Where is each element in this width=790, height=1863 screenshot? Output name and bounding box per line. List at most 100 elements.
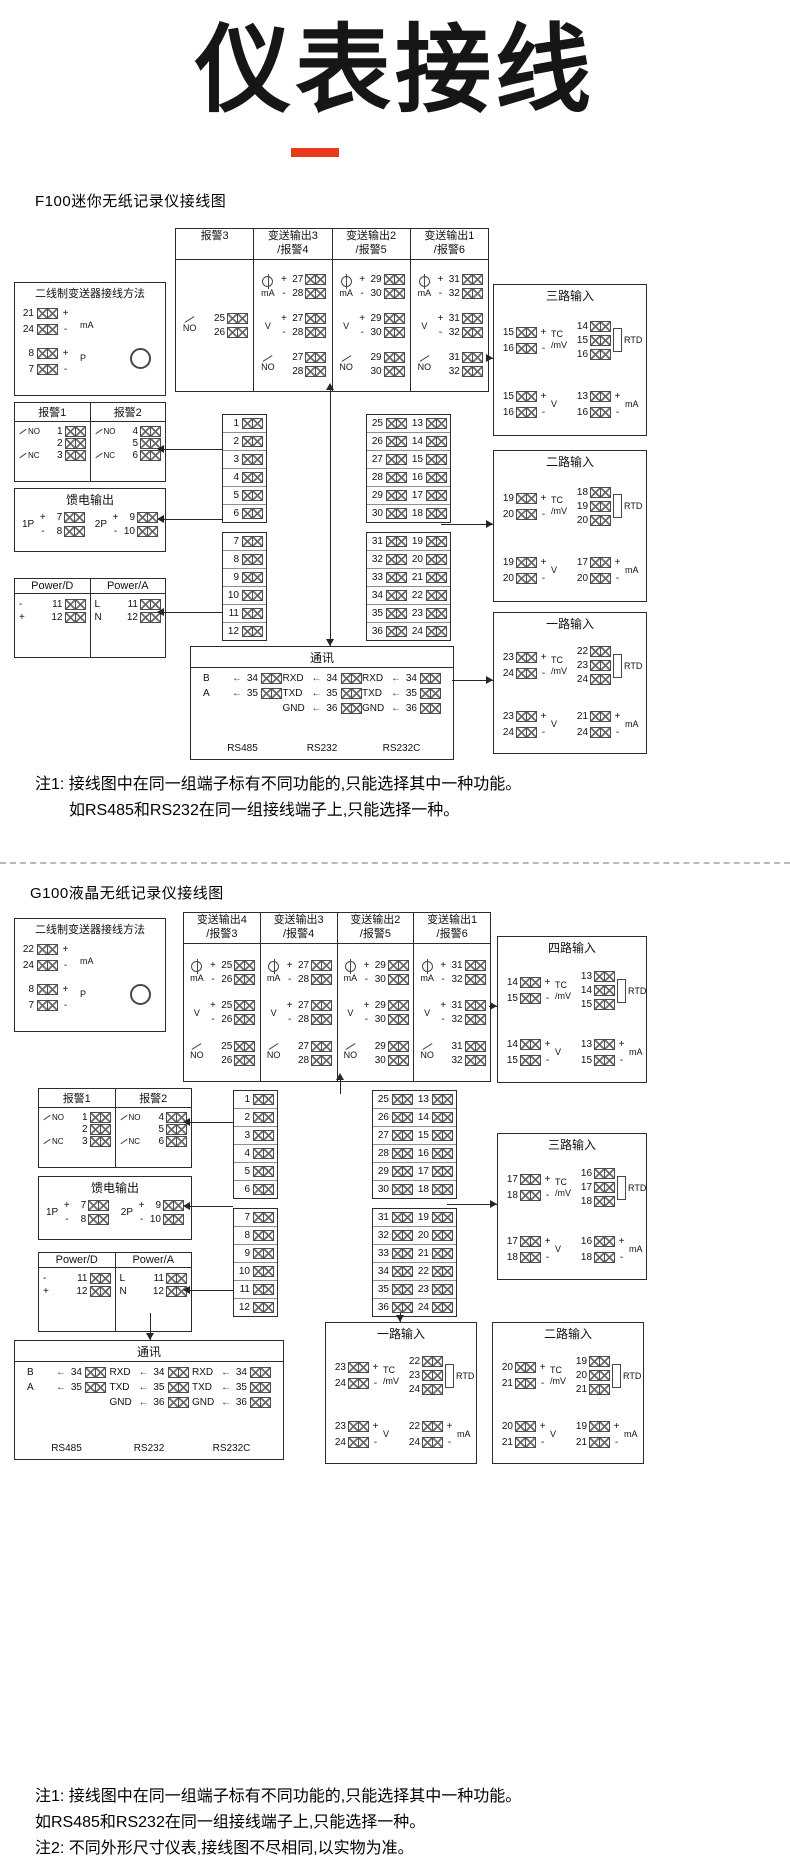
terminal-number: 11: [127, 599, 138, 610]
terminal-contact-icon: [252, 626, 263, 637]
terminal-number: 12: [152, 1286, 164, 1297]
terminal-number: 16: [580, 1235, 593, 1247]
terminal-block: [227, 313, 249, 324]
terminal-block: [311, 1014, 333, 1025]
input-signal-pair: 17+18-V: [505, 1235, 571, 1263]
terminal-block: [242, 490, 263, 501]
io-symbol: NO: [342, 1043, 359, 1060]
terminal-number: 16: [576, 348, 589, 360]
terminal-contact-icon: [315, 274, 327, 285]
terminal-block: [590, 500, 612, 512]
terminal-contact-icon: [402, 1094, 413, 1105]
terminal-contact-icon: [442, 1148, 453, 1159]
signal-type-label: P: [80, 989, 87, 1000]
terminal-number: 30: [374, 973, 386, 985]
terminal-contact-icon: [176, 1273, 187, 1284]
switch-contact-icon: [345, 1043, 356, 1050]
transmitter-terminal-row: 24-: [21, 324, 70, 335]
terminal-block: [242, 418, 263, 429]
contact-type-label: NO: [43, 1113, 64, 1122]
polarity-sign: +: [539, 1421, 546, 1432]
terminal-block: [242, 608, 263, 619]
signal-name: GND: [362, 703, 385, 714]
comm-terminal-row: RXD←34: [283, 673, 362, 684]
terminal-contact-icon: [604, 1251, 616, 1263]
polarity-sign: +: [540, 492, 547, 504]
box-title: 通讯: [191, 647, 453, 668]
comm-terminal-row: GND←36: [362, 703, 441, 714]
terminal-block: [392, 1094, 413, 1105]
terminal-number: 23: [576, 660, 589, 671]
signal-type-label: V: [550, 1429, 556, 1440]
terminal-contact-icon: [397, 973, 409, 985]
terminal-number: 4: [132, 426, 138, 437]
io-symbol: V: [188, 1008, 205, 1018]
terminal-number: 13: [417, 1094, 429, 1105]
switch-contact-icon: [94, 428, 103, 435]
terminal-number: 26: [214, 327, 226, 338]
terminal-block: [516, 342, 537, 354]
terminal-contact-icon: [74, 612, 86, 623]
signal-type-label: TC/mV: [551, 495, 567, 517]
terminal-contact-icon: [263, 1112, 274, 1123]
terminal-contact-icon: [600, 390, 612, 402]
terminal-block: [37, 308, 58, 319]
io-type-label: V: [264, 320, 271, 331]
polarity-sign: +: [19, 612, 25, 623]
transmitter-terminal-row: 7-: [21, 1000, 70, 1011]
terminal-contact-icon: [442, 1284, 453, 1295]
arrow-left-icon: ←: [221, 1381, 231, 1393]
terminal-block: [234, 1000, 256, 1011]
terminal-block: [516, 572, 537, 584]
polarity-sign: -: [364, 973, 369, 985]
output-column-title: 变送输出1/报警6: [409, 229, 488, 259]
terminal-block: [242, 472, 263, 483]
terminal-contact-icon: [436, 554, 447, 565]
terminal-number: 30: [370, 288, 382, 299]
input-signal-pair: 19+21-mA: [574, 1421, 641, 1448]
terminal-contact-icon: [74, 438, 86, 449]
terminal-block: [242, 554, 263, 565]
signal-name: RXD: [192, 1367, 214, 1378]
polarity-sign: -: [287, 973, 292, 985]
terminal-number: 18: [417, 1184, 429, 1195]
polarity-sign: +: [613, 1421, 620, 1432]
terminal-number: 8: [28, 348, 34, 359]
terminal-number: 17: [580, 1182, 593, 1194]
terminal-block: [340, 688, 362, 699]
terminal-number: 19: [502, 556, 514, 568]
io-pair: mA+29-30: [342, 959, 409, 985]
signal-name: B: [27, 1367, 34, 1378]
arrow-left-icon: ←: [311, 702, 322, 714]
output-title-line: 变送输出1: [424, 230, 475, 242]
terminal-contact-icon: [436, 626, 447, 637]
terminal-contact-icon: [244, 1054, 256, 1066]
signal-type-label: TC/mV: [550, 1365, 566, 1387]
switch-contact-icon: [43, 1114, 51, 1121]
terminal-number: 10: [227, 590, 239, 601]
terminal-number: 35: [377, 1284, 389, 1295]
signal-type-label: P: [80, 353, 87, 364]
terminal-contact-icon: [321, 1054, 333, 1066]
terminal-block: [461, 352, 483, 363]
polarity-sign: +: [540, 652, 547, 663]
polarity-sign: +: [280, 274, 287, 285]
terminal-block: [426, 490, 447, 501]
terminal-block: [590, 727, 612, 738]
terminal-block: [594, 1168, 616, 1180]
arrow-left-icon: ←: [391, 702, 401, 714]
terminal-number: 5: [244, 1166, 250, 1177]
output-title-line: 变送输出1: [427, 914, 478, 926]
terminal-block: [383, 313, 405, 324]
terminal-number: 29: [371, 490, 383, 501]
terminal-strip-row: 1: [223, 415, 266, 432]
transmitter-terminal-row: 8+: [21, 984, 70, 995]
